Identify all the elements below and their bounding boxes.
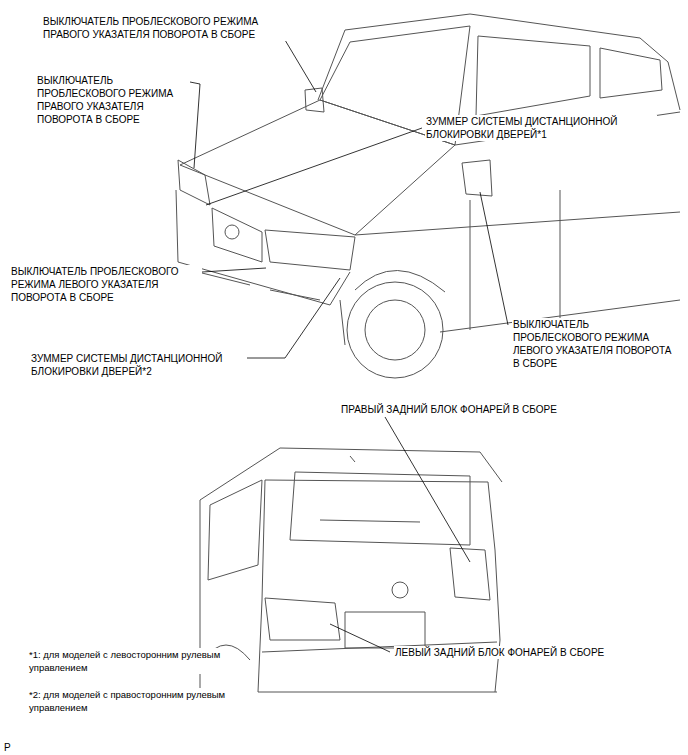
part-label: ВЫКЛЮЧАТЕЛЬ ПРОБЛЕСКОВОГО РЕЖИМА ПРАВОГО… [42, 15, 294, 41]
part-label: ВЫКЛЮЧАТЕЛЬ ПРОБЛЕСКОВОГО РЕЖИМА ЛЕВОГО … [10, 265, 202, 304]
part-label: ВЫКЛЮЧАТЕЛЬ ПРОБЛЕСКОВОГО РЕЖИМА ПРАВОГО… [36, 74, 188, 126]
part-label: ЗУММЕР СИСТЕМЫ ДИСТАНЦИОННОЙ БЛОКИРОВКИ … [30, 352, 247, 378]
part-label: ЗУММЕР СИСТЕМЫ ДИСТАНЦИОННОЙ БЛОКИРОВКИ … [425, 115, 657, 141]
part-label: ПРАВЫЙ ЗАДНИЙ БЛОК ФОНАРЕЙ В СБОРЕ [340, 403, 558, 416]
footnote: *2: для моделей с правосторонним рулевым… [28, 688, 230, 714]
part-label: ЛЕВЫЙ ЗАДНИЙ БЛОК ФОНАРЕЙ В СБОРЕ [394, 646, 605, 659]
figure-code: P [3, 741, 12, 754]
footnote: *1: для моделей с левосторонним рулевым … [28, 648, 230, 674]
part-label: ВЫКЛЮЧАТЕЛЬ ПРОБЛЕСКОВОГО РЕЖИМА ЛЕВОГО … [512, 318, 674, 370]
